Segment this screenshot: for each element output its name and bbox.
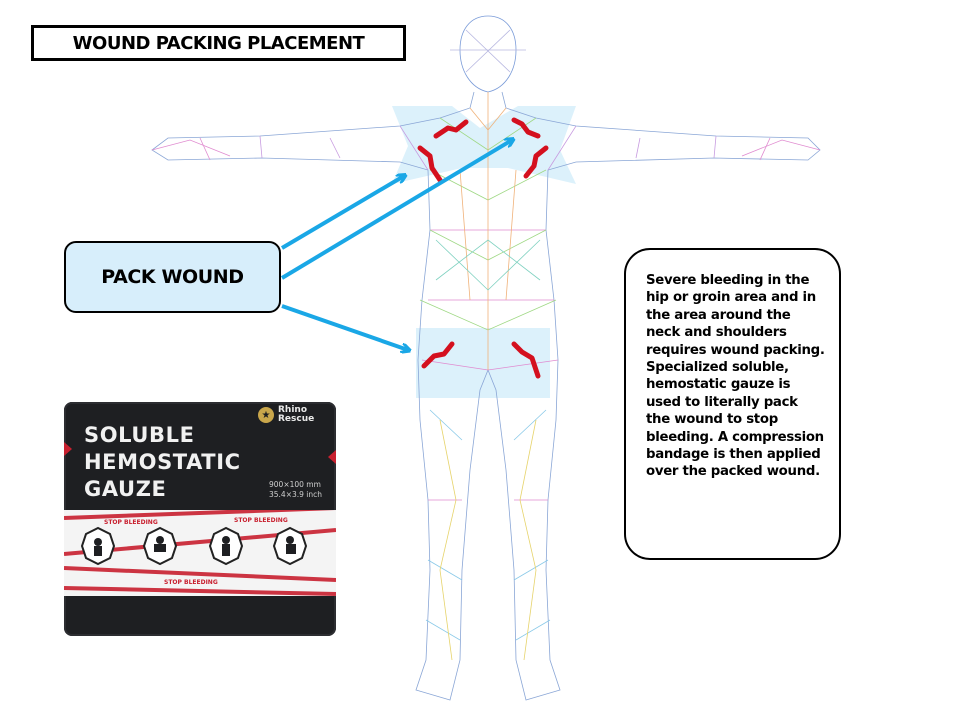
package-notch-left	[64, 442, 72, 456]
rhino-logo-icon: ★	[258, 407, 274, 423]
groin-highlight	[416, 328, 550, 398]
band-text-3: STOP BLEEDING	[164, 579, 218, 586]
brand-line-2: Rescue	[278, 414, 315, 424]
package-size-metric: 900×100 mm	[269, 480, 321, 489]
arrow-to-neck	[280, 140, 512, 280]
pack-wound-callout: PACK WOUND	[64, 241, 281, 313]
package-title: SOLUBLE HEMOSTATIC GAUZE	[84, 422, 241, 503]
page-title: WOUND PACKING PLACEMENT	[72, 32, 365, 54]
wound-marks	[417, 117, 549, 379]
wound-mark-right-shoulder	[523, 145, 549, 179]
highlight-zones	[392, 106, 576, 398]
info-text: Severe bleeding in the hip or groin area…	[646, 273, 825, 480]
callout-label: PACK WOUND	[101, 266, 244, 288]
body-wireframe	[151, 15, 821, 701]
package-notch-right	[328, 450, 336, 464]
package-size-imperial: 35.4×3.9 inch	[269, 490, 323, 499]
info-box: Severe bleeding in the hip or groin area…	[624, 248, 841, 560]
shoulder-highlight	[392, 106, 576, 184]
package-size: 900×100 mm 35.4×3.9 inch	[269, 480, 322, 500]
wound-mark-left-neck	[433, 119, 469, 139]
title-box: WOUND PACKING PLACEMENT	[31, 25, 406, 61]
band-text-1: STOP BLEEDING	[104, 519, 158, 526]
wound-mark-left-groin	[421, 341, 455, 369]
pointer-arrows	[280, 140, 512, 350]
wound-mark-right-groin	[511, 341, 541, 379]
package-title-line-1: SOLUBLE	[84, 423, 195, 447]
wound-mark-left-shoulder	[417, 145, 443, 183]
package-title-line-3: GAUZE	[84, 477, 167, 501]
gauze-package-image: ★ Rhino Rescue SOLUBLE HEMOSTATIC GAUZE …	[64, 402, 336, 636]
package-band: STOP BLEEDING STOP BLEEDING STOP BLEEDIN…	[64, 506, 336, 596]
arrow-to-shoulder	[280, 176, 404, 250]
package-brand: ★ Rhino Rescue	[258, 406, 318, 424]
band-text-2: STOP BLEEDING	[234, 517, 288, 524]
package-title-line-2: HEMOSTATIC	[84, 450, 241, 474]
brand-line-1: Rhino	[278, 405, 308, 415]
wound-mark-right-neck	[511, 117, 541, 139]
package-band-art: STOP BLEEDING STOP BLEEDING STOP BLEEDIN…	[64, 506, 336, 596]
arrow-to-groin	[281, 304, 408, 350]
